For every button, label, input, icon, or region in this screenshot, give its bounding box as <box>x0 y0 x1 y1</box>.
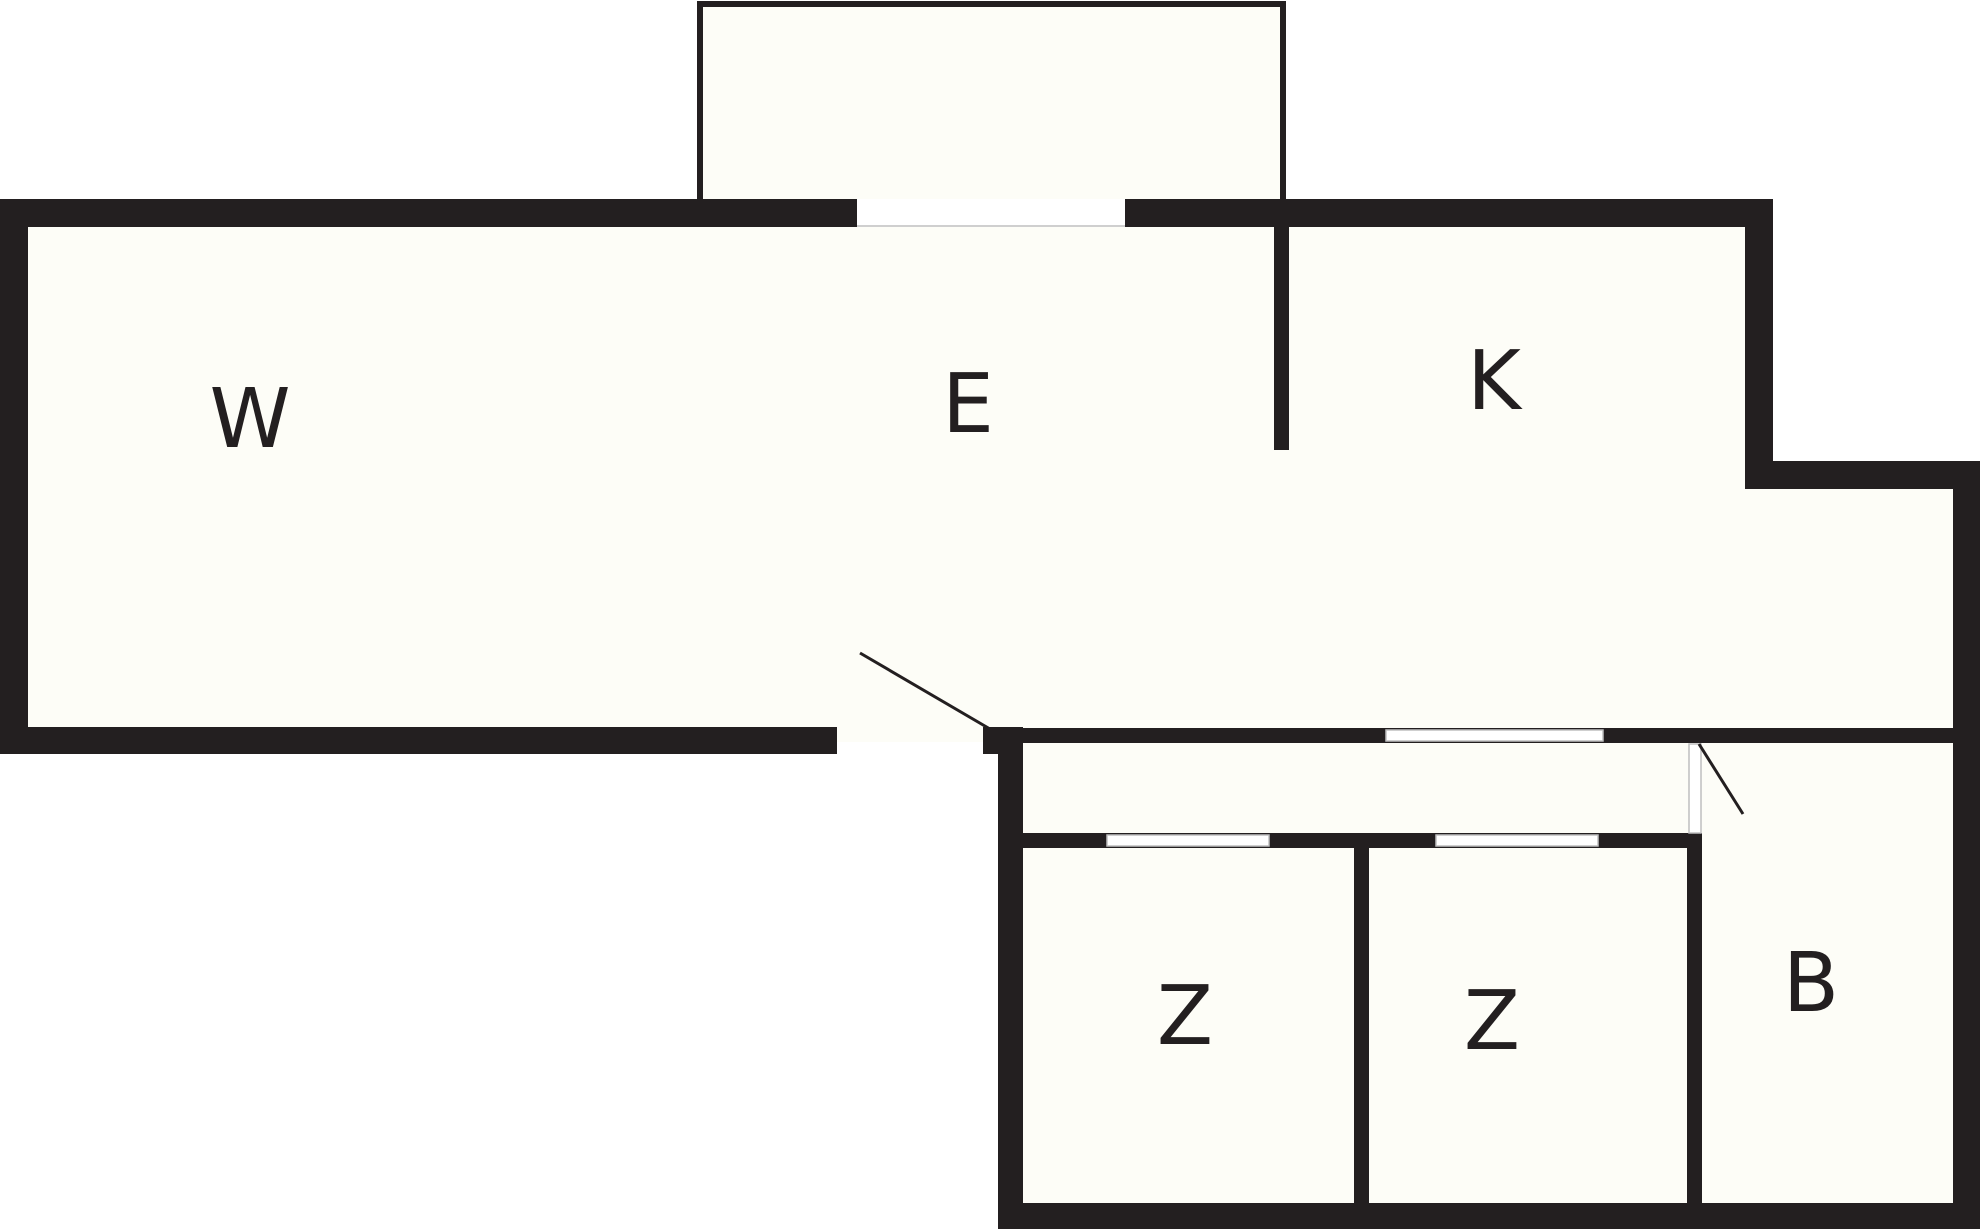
wall-top-right <box>1125 199 1773 227</box>
wall-left <box>0 199 28 754</box>
wall-corridor-west <box>998 727 1023 1229</box>
balcony-floor <box>700 4 1283 214</box>
room-label-bathroom: B <box>1783 936 1839 1031</box>
main-walls <box>0 199 1980 1229</box>
wall-bottom-left <box>0 727 837 754</box>
door-swings <box>859 651 1745 815</box>
balcony-outline <box>697 1 1286 212</box>
bathroom-floor <box>1690 740 1966 1215</box>
entrance-door-leaf <box>859 651 991 731</box>
bedroom-left-floor <box>1012 843 1362 1215</box>
corridor-floor <box>1012 740 1697 844</box>
floor-areas <box>13 4 1966 1215</box>
wall-right <box>1953 461 1980 1229</box>
room-label-kitchen: K <box>1467 334 1523 429</box>
bedroom-left-door-opening <box>1106 834 1270 847</box>
wall-bedrooms-divider <box>1354 833 1369 1211</box>
room-labels: W E K Z Z B <box>209 334 1839 1069</box>
wall-bathroom-west <box>1687 833 1702 1211</box>
room-label-hall: E <box>942 357 994 452</box>
bathroom-door-leaf <box>1697 743 1745 815</box>
bathroom-doorway <box>1688 743 1702 834</box>
bedroom-right-door-opening <box>1435 834 1599 847</box>
balcony-door-opening <box>857 199 1125 227</box>
living-hall-floor <box>13 212 1282 742</box>
wall-top-left <box>0 199 857 227</box>
room-label-bedroom-left: Z <box>1157 969 1213 1064</box>
room-label-bedroom-right: Z <box>1464 974 1520 1069</box>
wall-kitchen-east <box>1745 199 1773 489</box>
wall-bottom <box>998 1203 1980 1229</box>
kitchen-floor <box>1280 212 1757 742</box>
bedroom-right-floor <box>1362 843 1690 1215</box>
corridor-window-opening <box>1385 729 1604 742</box>
wall-kitchen-step <box>1745 461 1980 489</box>
openings <box>857 199 1702 847</box>
kitchen-extension-floor <box>1740 475 1966 742</box>
wall-hall-kitchen-partition <box>1274 212 1289 450</box>
room-label-living: W <box>209 372 290 467</box>
